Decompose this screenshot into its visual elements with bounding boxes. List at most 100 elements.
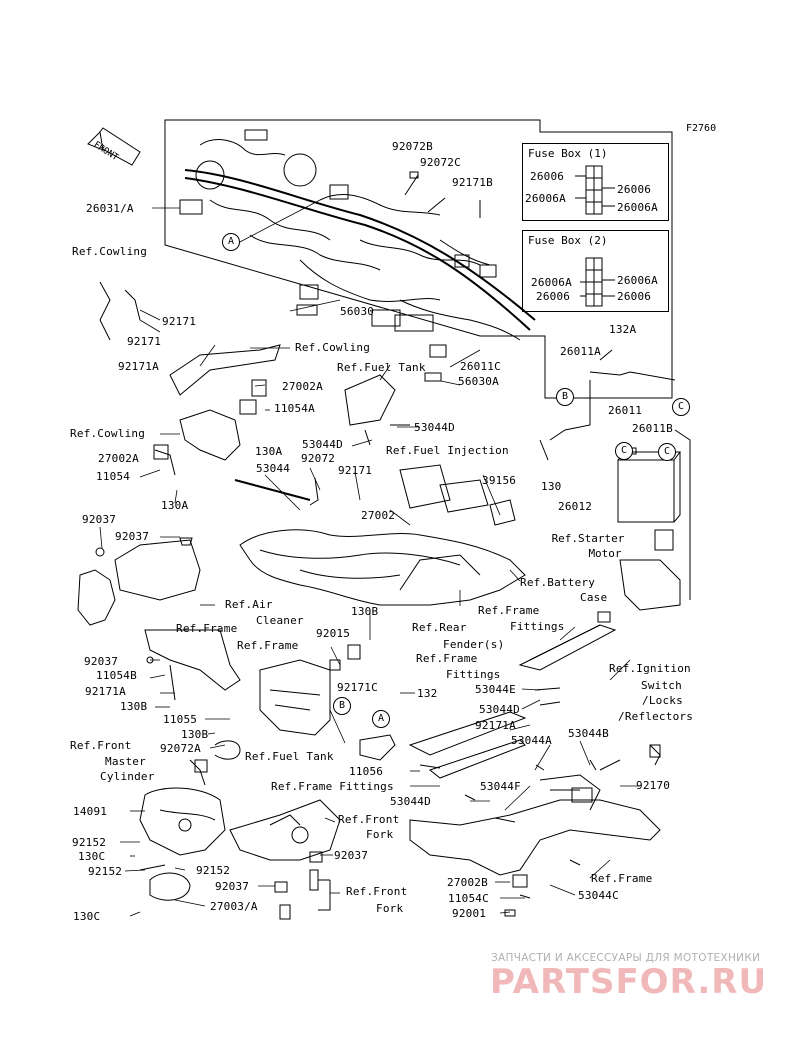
label-ref-ignition-4: /Reflectors [618, 710, 694, 723]
label-ref-cowling-1: Ref.Cowling [72, 245, 148, 258]
label-92152-1: 92152 [72, 836, 107, 849]
label-ref-front-fork-2b: Fork [376, 902, 404, 915]
label-ref-rear-fender-2: Fender(s) [443, 638, 505, 651]
label-92171a-2: 92171A [85, 685, 126, 698]
label-ref-fuel-tank-1: Ref.Fuel Tank [337, 361, 426, 374]
watermark-logo: PARTSFOR.RU [490, 962, 768, 1002]
left-cowl-panel [77, 569, 116, 626]
label-11055: 11055 [163, 713, 198, 726]
label-92037-5: 92037 [215, 880, 250, 893]
fuse-box-2-panel: Fuse Box (2) 26006A 26006 26006A 26006 [522, 230, 669, 312]
fuse-box-2-right-1: 26006 [617, 290, 652, 303]
label-53044d-4: 53044D [390, 795, 431, 808]
label-92171c: 92171C [337, 681, 378, 694]
label-92171b: 92171B [452, 176, 493, 189]
label-53044: 53044 [256, 462, 291, 475]
fuse-box-1-title: Fuse Box (1) [528, 147, 608, 160]
label-92072: 92072 [301, 452, 336, 465]
circle-marker-a-top: A [222, 233, 240, 251]
label-92037-1: 92037 [82, 513, 117, 526]
fuse-box-2-right-0: 26006A [617, 274, 658, 287]
label-130b-1: 130B [351, 605, 379, 618]
label-130b-3: 130B [181, 728, 209, 741]
label-56030: 56030 [340, 305, 375, 318]
label-26011c: 26011C [460, 360, 501, 373]
circle-marker-b-right: B [556, 388, 574, 406]
label-92171-3: 92171 [338, 464, 373, 477]
label-ref-fuel-tank-2: Ref.Fuel Tank [245, 750, 334, 763]
label-26011: 26011 [608, 404, 643, 417]
fuse-box-1-right-0: 26006 [617, 183, 652, 196]
label-26031a: 26031/A [86, 202, 134, 215]
figure-number: F2760 [686, 123, 717, 134]
label-ref-front-master-2: Master [105, 755, 146, 768]
label-56030a: 56030A [458, 375, 499, 388]
circle-marker-a-lower: A [372, 710, 390, 728]
label-92001: 92001 [452, 907, 487, 920]
label-53044d-3: 53044D [479, 703, 520, 716]
label-ref-ignition-3: /Locks [642, 694, 683, 707]
label-130b-2: 130B [120, 700, 148, 713]
label-130-1: 130 [541, 480, 562, 493]
label-ref-front-fork-1a: Ref.Front [338, 813, 400, 826]
starter-relay-bracket [619, 529, 681, 611]
label-26012: 26012 [558, 500, 593, 513]
label-53044c: 53044C [578, 889, 619, 902]
center-frame-piece [259, 659, 331, 736]
label-ref-frame-fittings-2a: Ref.Frame [416, 652, 478, 665]
label-92152-3: 92152 [196, 864, 231, 877]
label-ref-front-master-3: Cylinder [100, 770, 155, 783]
label-ref-battery-case-2: Case [580, 591, 608, 604]
fuse-box-2-title: Fuse Box (2) [528, 234, 608, 247]
label-92171-1: 92171 [162, 315, 197, 328]
label-132a: 132A [609, 323, 637, 336]
label-26011a: 26011A [560, 345, 601, 358]
label-14091: 14091 [73, 805, 108, 818]
label-ref-fuel-injection: Ref.Fuel Injection [386, 444, 509, 457]
fuse-box-1-panel: Fuse Box (1) 26006 26006A 26006 26006A [522, 143, 669, 221]
battery-assembly [539, 349, 691, 600]
label-130a-2: 130A [161, 499, 189, 512]
harness-group-outline [164, 119, 673, 399]
label-92170: 92170 [636, 779, 671, 792]
label-ref-frame-3: Ref.Frame [591, 872, 653, 885]
label-ref-frame-2: Ref.Frame [237, 639, 299, 652]
label-53044d-2: 53044D [302, 438, 343, 451]
label-ref-starter-motor-2: Motor [588, 547, 622, 560]
label-ref-rear-fender-1: Ref.Rear [412, 621, 467, 634]
label-92037-3: 92037 [84, 655, 119, 668]
label-ref-front-fork-1b: Fork [366, 828, 394, 841]
fuse-box-1-left-0: 26006 [530, 170, 565, 183]
label-130a-1: 130A [255, 445, 283, 458]
label-92072b: 92072B [392, 140, 433, 153]
label-130c-2: 130C [73, 910, 101, 923]
circle-marker-c-battery: C [615, 442, 633, 460]
ecu-module [399, 464, 516, 526]
label-ref-frame-fittings-2b: Fittings [446, 668, 501, 681]
label-ref-frame-fittings-3: Ref.Frame Fittings [271, 780, 394, 793]
main-wiring-harness [179, 129, 536, 382]
label-92171a-3: 92171A [475, 719, 516, 732]
air-cleaner-body [239, 529, 526, 606]
label-ref-frame-fittings-1a: Ref.Frame [478, 604, 540, 617]
label-11054c: 11054C [448, 892, 489, 905]
rear-subframe [409, 759, 661, 876]
label-92171-2: 92171 [127, 335, 162, 348]
fuel-tank-bracket [344, 374, 396, 426]
label-27003a: 27003/A [210, 900, 258, 913]
label-92072a: 92072A [160, 742, 201, 755]
label-27002b: 27002B [447, 876, 488, 889]
label-11054a: 11054A [274, 402, 315, 415]
label-53044d-1: 53044D [414, 421, 455, 434]
label-27002a-1: 27002A [282, 380, 323, 393]
label-ref-front-master-1: Ref.Front [70, 739, 132, 752]
label-26011b: 26011B [632, 422, 673, 435]
front-lower-cowl [139, 787, 226, 856]
label-ref-cowling-2: Ref.Cowling [295, 341, 371, 354]
left-bracket-parts [99, 281, 281, 476]
fuse-box-2-left-0: 26006A [531, 276, 572, 289]
label-53044f: 53044F [480, 780, 521, 793]
label-130c-1: 130C [78, 850, 106, 863]
label-ref-air-cleaner-2: Cleaner [256, 614, 304, 627]
